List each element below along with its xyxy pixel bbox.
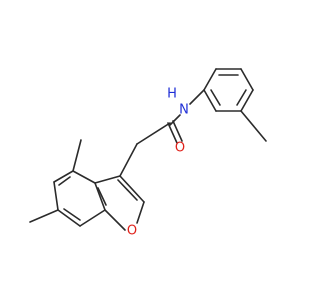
bond bbox=[53, 181, 59, 211]
nitrogen-atom-label: N bbox=[179, 103, 189, 118]
bond bbox=[236, 89, 247, 106]
bond bbox=[57, 209, 81, 227]
bond bbox=[97, 187, 107, 206]
atom-labels: N H O O bbox=[127, 87, 189, 239]
bond bbox=[29, 209, 59, 223]
bond bbox=[58, 176, 71, 186]
bond bbox=[189, 89, 205, 105]
bond bbox=[104, 209, 126, 231]
bond bbox=[79, 209, 106, 227]
bond bbox=[240, 110, 267, 142]
bond bbox=[169, 114, 181, 126]
structure-canvas: N H O O bbox=[29, 68, 267, 239]
bond bbox=[94, 182, 106, 211]
bond bbox=[117, 179, 138, 201]
bond bbox=[119, 143, 138, 177]
bond bbox=[203, 68, 217, 91]
bond bbox=[240, 68, 254, 91]
bonds bbox=[29, 68, 267, 231]
nh-hydrogen-label: H bbox=[167, 87, 177, 102]
bond bbox=[210, 89, 221, 106]
bond bbox=[119, 175, 145, 203]
bond bbox=[240, 89, 254, 112]
molecule-diagram: N H O O bbox=[29, 68, 267, 239]
bond bbox=[53, 170, 74, 183]
bond bbox=[72, 170, 96, 184]
bond bbox=[172, 120, 183, 142]
bond bbox=[136, 122, 171, 145]
bond bbox=[72, 139, 82, 172]
furan-oxygen-label: O bbox=[127, 224, 137, 239]
bond bbox=[136, 201, 145, 224]
carbonyl-oxygen-label: O bbox=[175, 141, 185, 156]
bond bbox=[94, 175, 121, 184]
bond bbox=[167, 122, 178, 144]
bond bbox=[63, 208, 81, 221]
bond bbox=[203, 89, 217, 112]
